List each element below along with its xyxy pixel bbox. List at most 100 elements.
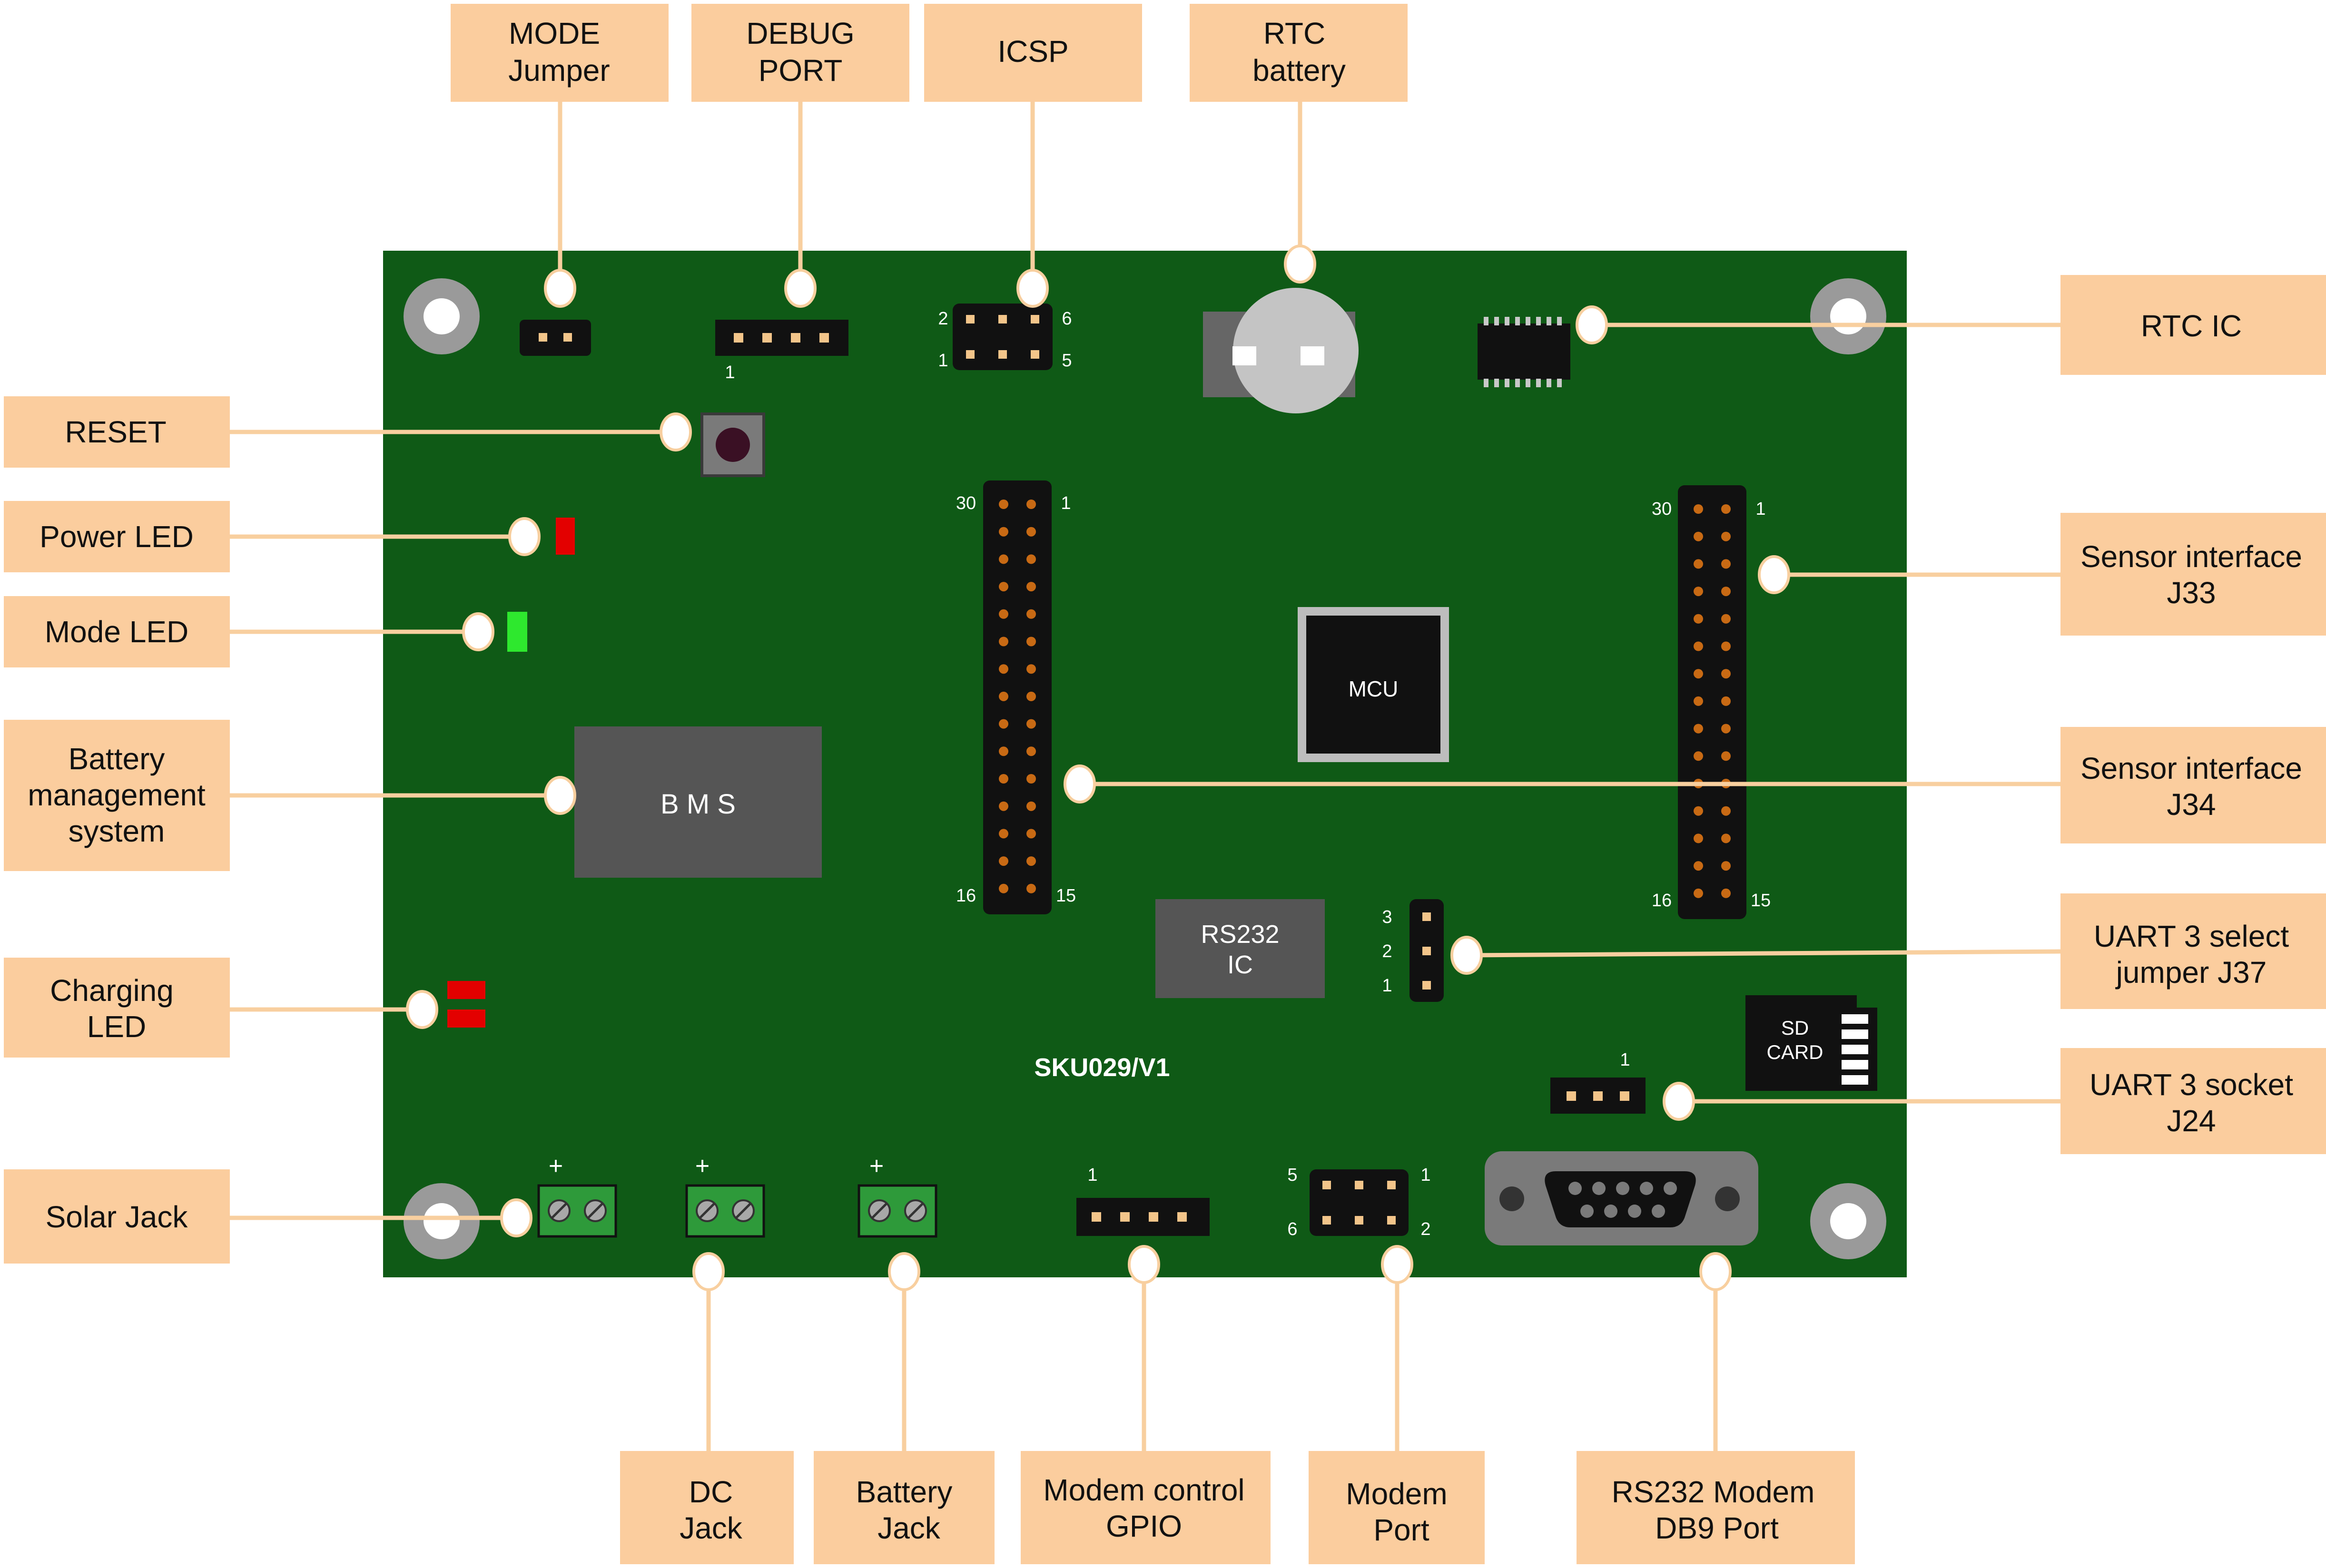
header-pin <box>1721 751 1731 761</box>
pin-label: 3 <box>1382 907 1392 927</box>
pin-label: 30 <box>956 493 976 513</box>
callout-text: system <box>69 814 165 848</box>
header-pin <box>1026 609 1036 619</box>
header-pin <box>1026 582 1036 592</box>
header-pin <box>1694 614 1703 624</box>
pin-label: 1 <box>938 351 948 371</box>
pin-label: 1 <box>1087 1165 1097 1185</box>
header-pin <box>1026 801 1036 811</box>
callout-text: J34 <box>2167 787 2216 822</box>
battery-jack-terminal: + <box>857 1152 937 1238</box>
callout-text: Battery <box>69 742 165 776</box>
pin-label: 5 <box>1062 351 1072 371</box>
callout-dc-jack: DC Jack <box>620 1451 794 1564</box>
header-pin <box>999 801 1008 811</box>
callout-text: MODE <box>509 16 600 50</box>
header-pin <box>1026 883 1036 893</box>
charging-led <box>447 981 485 999</box>
callout-text: Modem control <box>1043 1473 1244 1507</box>
header-pin <box>1694 669 1703 679</box>
callout-text: Sensor interface <box>2080 751 2302 785</box>
header-pin <box>1026 774 1036 784</box>
callout-uart3-select: UART 3 select jumper J37 <box>2060 893 2326 1009</box>
pin-label: 6 <box>1062 309 1072 329</box>
header-pin <box>1721 669 1731 679</box>
callout-text: J33 <box>2167 576 2216 610</box>
sd-card-label: SD <box>1781 1017 1809 1039</box>
callout-rtc-battery: RTC battery <box>1190 4 1408 102</box>
debug-port-header: 1 <box>715 320 848 382</box>
callout-text: Jack <box>680 1511 743 1545</box>
modem-gpio-header: 1 <box>1076 1165 1210 1236</box>
callout-rtc-ic: RTC IC <box>2060 275 2326 375</box>
callout-text: DC <box>689 1475 733 1509</box>
header-pin <box>999 719 1008 729</box>
callout-text: RS232 Modem <box>1612 1475 1815 1509</box>
pin-label: 15 <box>1751 891 1771 911</box>
pin-label: 16 <box>956 886 976 906</box>
header-pin <box>999 527 1008 537</box>
callout-text: Jack <box>877 1511 941 1545</box>
mcu-chip: MCU <box>1298 607 1449 762</box>
mcu-label: MCU <box>1349 676 1399 701</box>
callout-text: LED <box>87 1009 147 1044</box>
header-pin <box>1694 833 1703 843</box>
header-pin <box>1694 587 1703 597</box>
header-pin <box>1026 500 1036 509</box>
header-pin <box>999 664 1008 674</box>
callout-text: RTC <box>1263 16 1325 50</box>
header-pin <box>1026 664 1036 674</box>
icsp-header: 2 6 1 5 <box>938 304 1072 371</box>
callout-text: Port <box>1373 1513 1429 1547</box>
callout-uart3-socket: UART 3 socket J24 <box>2060 1048 2326 1154</box>
header-pin <box>999 774 1008 784</box>
pin-label: 1 <box>1382 976 1392 996</box>
callout-bms: Battery management system <box>4 720 230 871</box>
dc-jack-terminal: + <box>685 1152 765 1238</box>
leader-dots <box>406 245 1790 1291</box>
header-pin <box>999 582 1008 592</box>
mode-jumper <box>520 320 591 356</box>
header-pin <box>999 637 1008 647</box>
header-pin <box>999 883 1008 893</box>
callout-sensor-j33: Sensor interface J33 <box>2060 513 2326 636</box>
pin-label: 1 <box>1755 499 1765 519</box>
pin-label: 6 <box>1287 1219 1297 1239</box>
board-silkscreen: SKU029/V1 <box>1034 1053 1170 1082</box>
header-pin <box>1694 696 1703 706</box>
bms-chip: B M S <box>574 726 822 878</box>
pin-label: 2 <box>1420 1219 1430 1239</box>
callout-text: UART 3 select <box>2094 919 2289 953</box>
charging-led <box>447 1009 485 1028</box>
callout-text: battery <box>1252 53 1346 88</box>
header-pin <box>1721 806 1731 816</box>
callout-modem-gpio: Modem control GPIO <box>1021 1451 1271 1564</box>
header-pin <box>1694 504 1703 514</box>
header-pin <box>1721 888 1731 898</box>
pin-label: 2 <box>1382 941 1392 961</box>
bms-label: B M S <box>660 789 736 820</box>
db9-connector <box>1485 1151 1758 1245</box>
rs232-ic: RS232 IC <box>1155 899 1325 998</box>
header-pin <box>1721 833 1731 843</box>
header-pin <box>1721 861 1731 871</box>
header-pin <box>1026 527 1036 537</box>
header-pin <box>1721 641 1731 651</box>
header-pin <box>1694 559 1703 569</box>
pin-label: 1 <box>1620 1050 1630 1070</box>
plus-sign: + <box>695 1152 710 1180</box>
pin-label: 15 <box>1056 886 1076 906</box>
pin-label: 5 <box>1287 1165 1297 1185</box>
callout-battery-jack: Battery Jack <box>814 1451 995 1564</box>
header-pin <box>1721 587 1731 597</box>
rs232-ic-label: IC <box>1227 951 1253 979</box>
pin-label: 16 <box>1652 891 1672 911</box>
header-pin <box>1026 637 1036 647</box>
rtc-ic-chip <box>1478 317 1570 387</box>
header-pin <box>1026 719 1036 729</box>
uart3-socket-header: 1 <box>1550 1050 1646 1114</box>
callout-mode-led: Mode LED <box>4 596 230 667</box>
leader-lines <box>230 102 2061 1451</box>
header-pin <box>999 500 1008 509</box>
callout-mode-jumper: MODE Jumper <box>451 4 669 102</box>
